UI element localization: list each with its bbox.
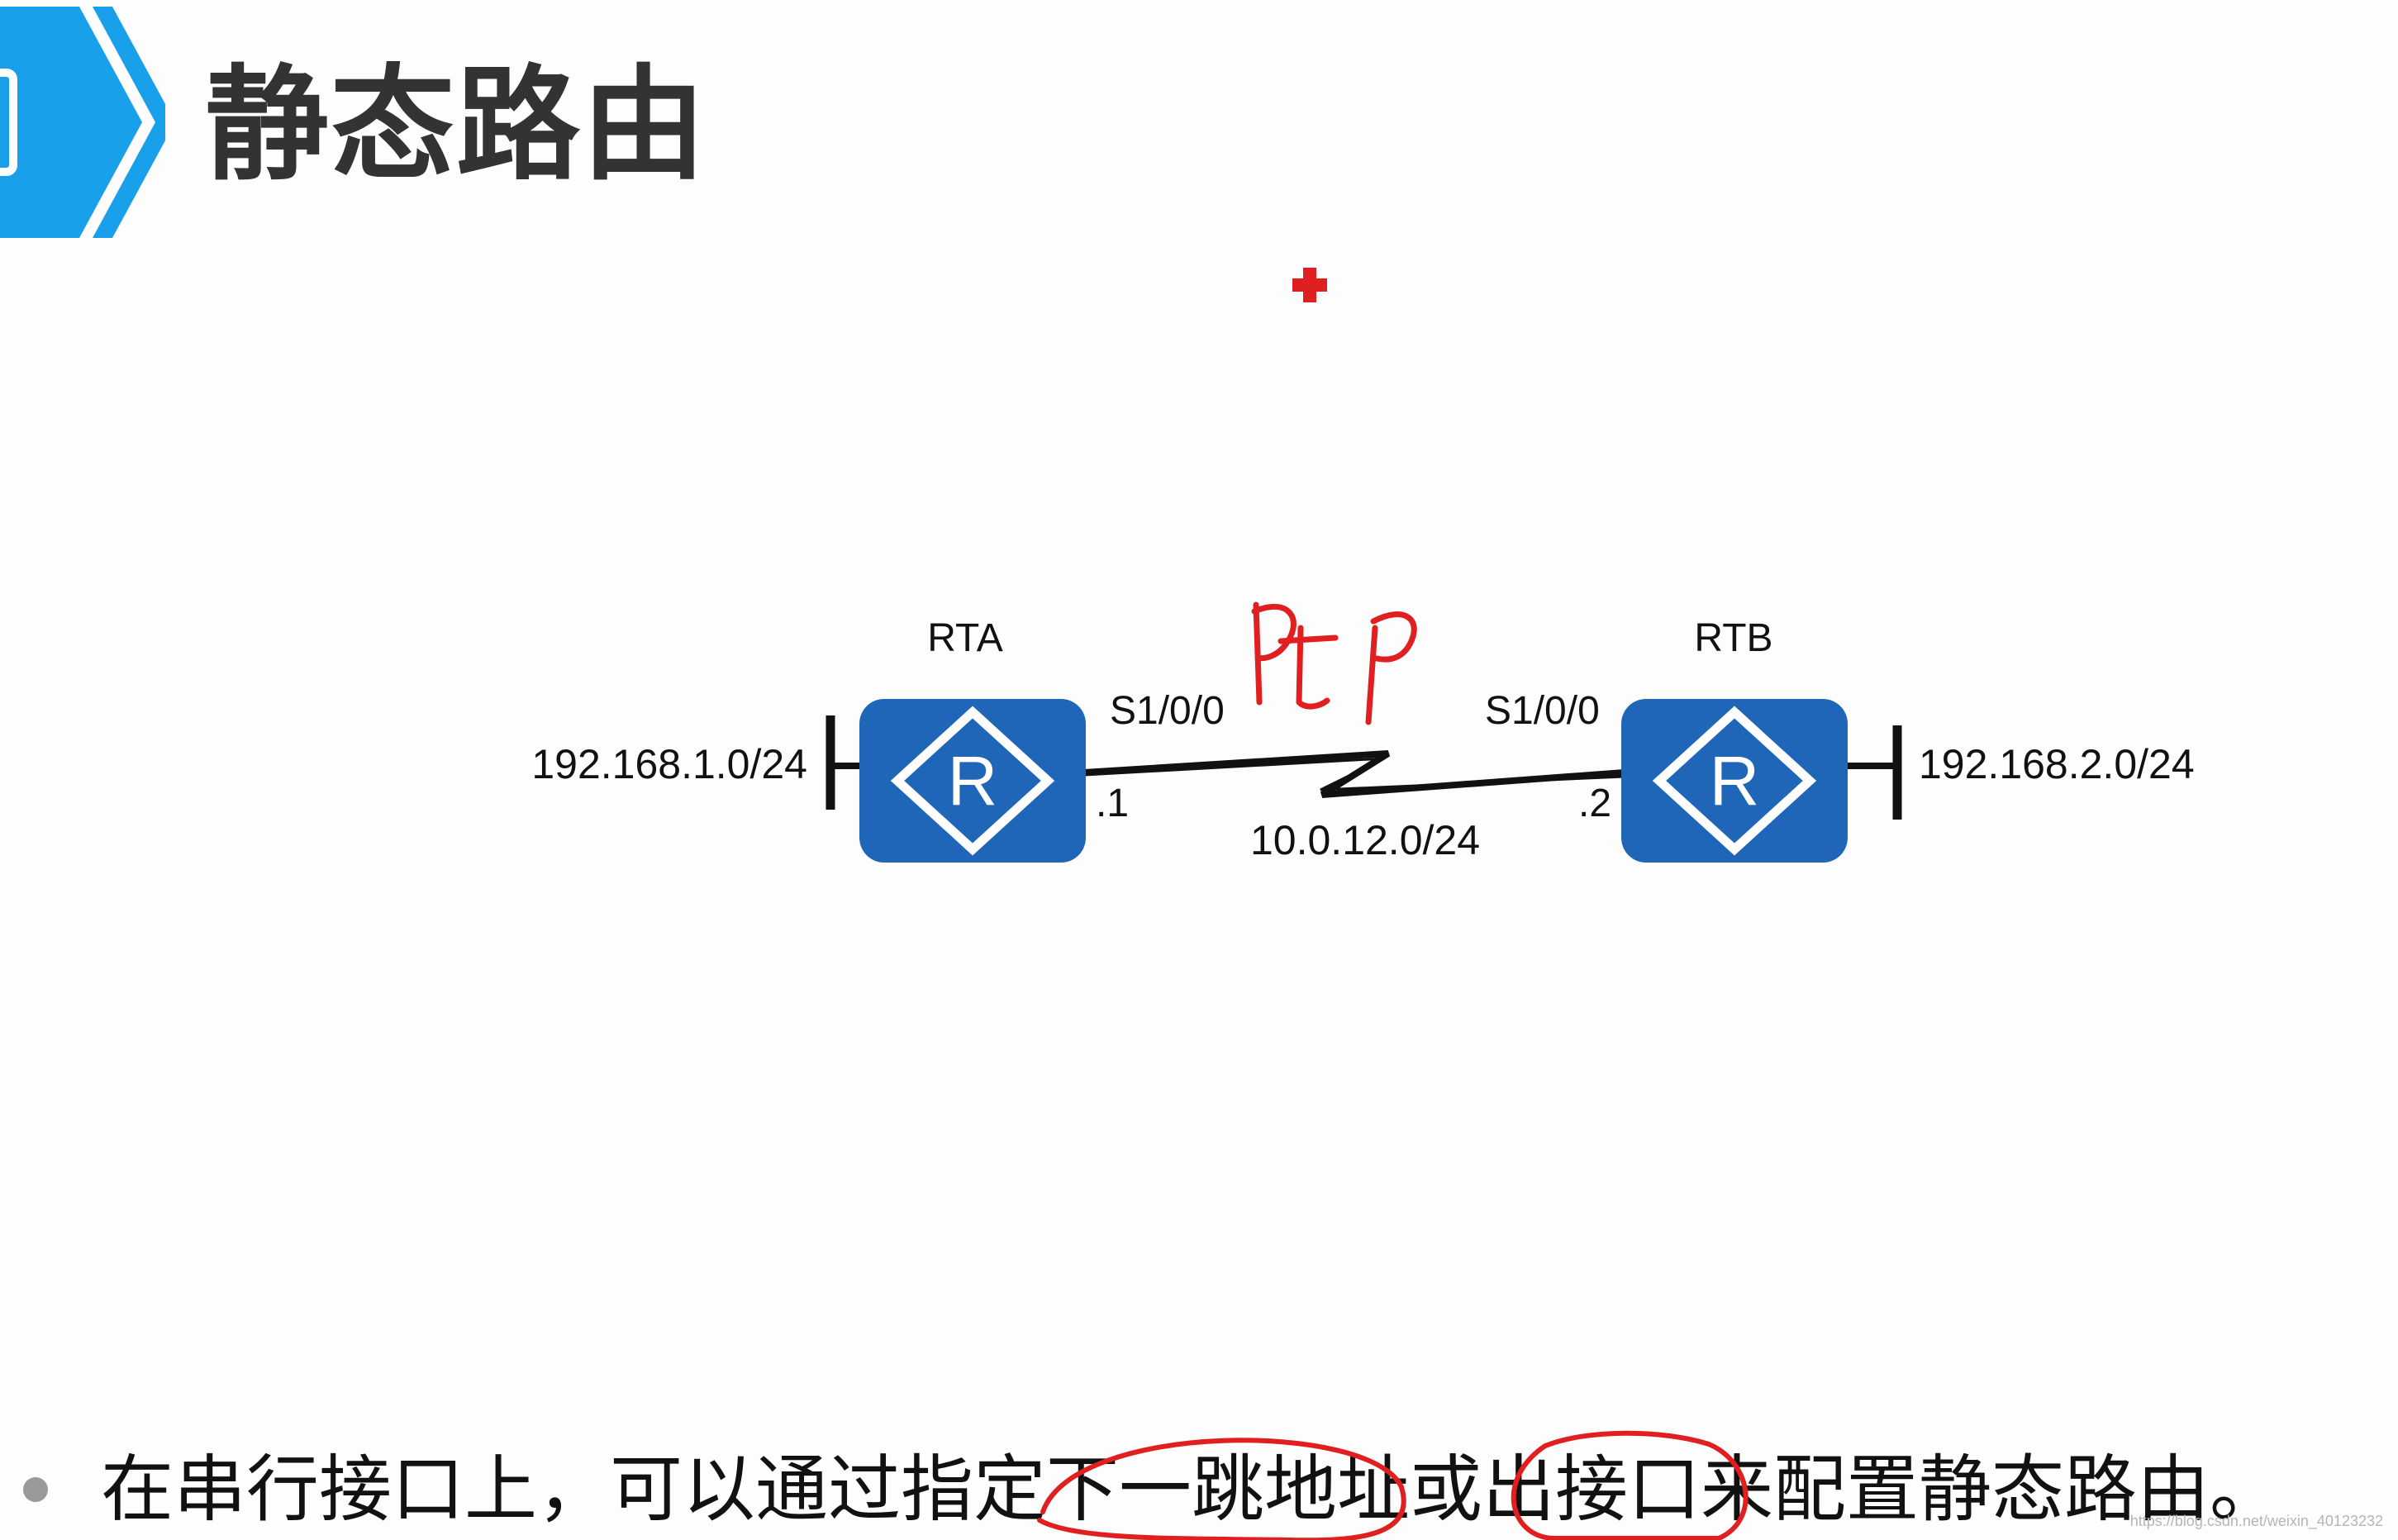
router-rta-icon: R: [859, 699, 1086, 863]
watermark: https://blog.csdn.net/weixin_40123232: [2129, 1513, 2383, 1529]
pen-cursor-icon: [1292, 268, 1327, 302]
svg-text:R: R: [948, 742, 998, 820]
bullet-point: 在串行接口上，可以通过指定下一跳地址或出接口来配置静态路由。: [23, 1444, 2282, 1535]
link-network-label: 10.0.12.0/24: [1250, 817, 1480, 863]
router-rtb-label: RTB: [1694, 616, 1772, 660]
rta-host-label: .1: [1096, 782, 1129, 825]
router-rtb-icon: R: [1621, 699, 1848, 863]
bullet-dot: [23, 1477, 48, 1502]
bullet-text: 在串行接口上，可以通过指定下一跳地址或出接口来配置静态路由。: [101, 1447, 2283, 1532]
rtb-host-label: .2: [1578, 782, 1611, 825]
left-network-label: 192.168.1.0/24: [531, 741, 807, 787]
svg-text:R: R: [1710, 742, 1760, 820]
section-badge: [0, 7, 165, 238]
page-title: 静态路由: [205, 54, 708, 197]
rtb-interface-label: S1/0/0: [1485, 689, 1600, 733]
right-network-label: 192.168.2.0/24: [1919, 741, 2195, 787]
router-rta-label: RTA: [927, 616, 1003, 660]
rta-interface-label: S1/0/0: [1110, 689, 1225, 733]
